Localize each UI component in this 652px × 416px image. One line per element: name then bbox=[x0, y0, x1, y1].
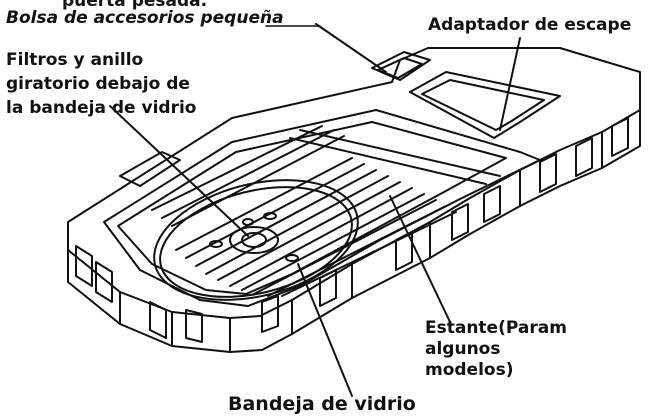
glass-tray-label: Bandeja de vidrio bbox=[228, 393, 416, 415]
leader-shelf bbox=[389, 195, 451, 323]
leader-exhaust-adapter bbox=[499, 37, 521, 131]
exhaust-adapter-label: Adaptador de escape bbox=[428, 15, 632, 35]
small-accessory-bag-label: Bolsa de accesorios pequeña bbox=[6, 8, 284, 28]
shelf-label-line: modelos) bbox=[425, 360, 514, 380]
leader-small-bag bbox=[315, 23, 387, 73]
glass-tray-shape bbox=[153, 179, 359, 301]
shelf-label: Estante(Param algunos modelos) bbox=[425, 318, 567, 381]
filters-label-line: la bandeja de vidrio bbox=[6, 98, 197, 118]
filters-label-line: Filtros y anillo bbox=[6, 50, 144, 70]
leader-glass-tray bbox=[297, 263, 353, 397]
shelf-label-line: Estante(Param bbox=[425, 318, 567, 338]
filters-label: Filtros y anillo giratorio debajo de la … bbox=[6, 48, 196, 120]
filters-label-line: giratorio debajo de bbox=[6, 74, 190, 94]
cut-off-label: puerta pesada. bbox=[62, 0, 208, 11]
leader-filters bbox=[109, 105, 249, 237]
shelf-label-line: algunos bbox=[425, 339, 501, 359]
